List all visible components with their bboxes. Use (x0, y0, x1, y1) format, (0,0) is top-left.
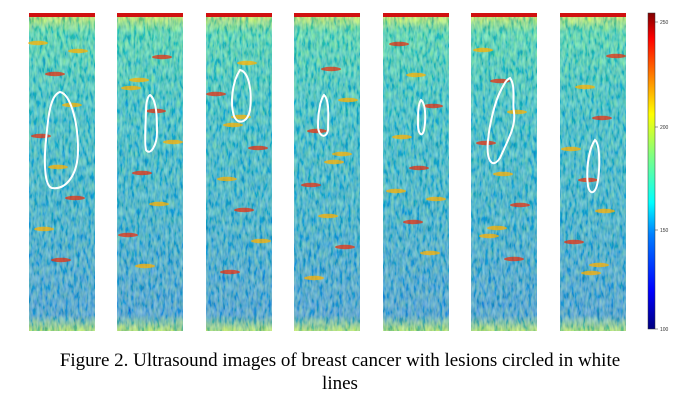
caption-line-1: Figure 2. Ultrasound images of breast ca… (59, 350, 621, 371)
ultrasound-panel (117, 13, 183, 331)
caption-line-2: lines (322, 373, 358, 394)
lesion-outline (231, 68, 252, 123)
ultrasound-panels (28, 13, 626, 331)
colorbar-tick-label: 100 (660, 327, 669, 333)
lesion-outline (43, 90, 80, 190)
ultrasound-panel (294, 13, 360, 331)
ultrasound-panel (471, 13, 537, 331)
ultrasound-panel (28, 13, 95, 331)
ultrasound-panel (206, 13, 272, 331)
colorbar-tick-label: 200 (660, 125, 669, 131)
figure-caption: Figure 2. Ultrasound images of breast ca… (0, 349, 680, 395)
colorbar: 250 200 150 100 (647, 12, 669, 333)
colorbar-tick-label: 250 (660, 20, 669, 26)
ultrasound-panel (383, 13, 449, 331)
colorbar-tick-label: 150 (660, 228, 669, 234)
colorbar-gradient (647, 12, 656, 330)
lesion-outline (144, 93, 159, 153)
lesion-outline (416, 98, 427, 136)
lesion-outline (486, 76, 516, 165)
ultrasound-panel (560, 13, 626, 331)
lesion-outline (316, 93, 330, 137)
lesion-outline (586, 138, 601, 194)
